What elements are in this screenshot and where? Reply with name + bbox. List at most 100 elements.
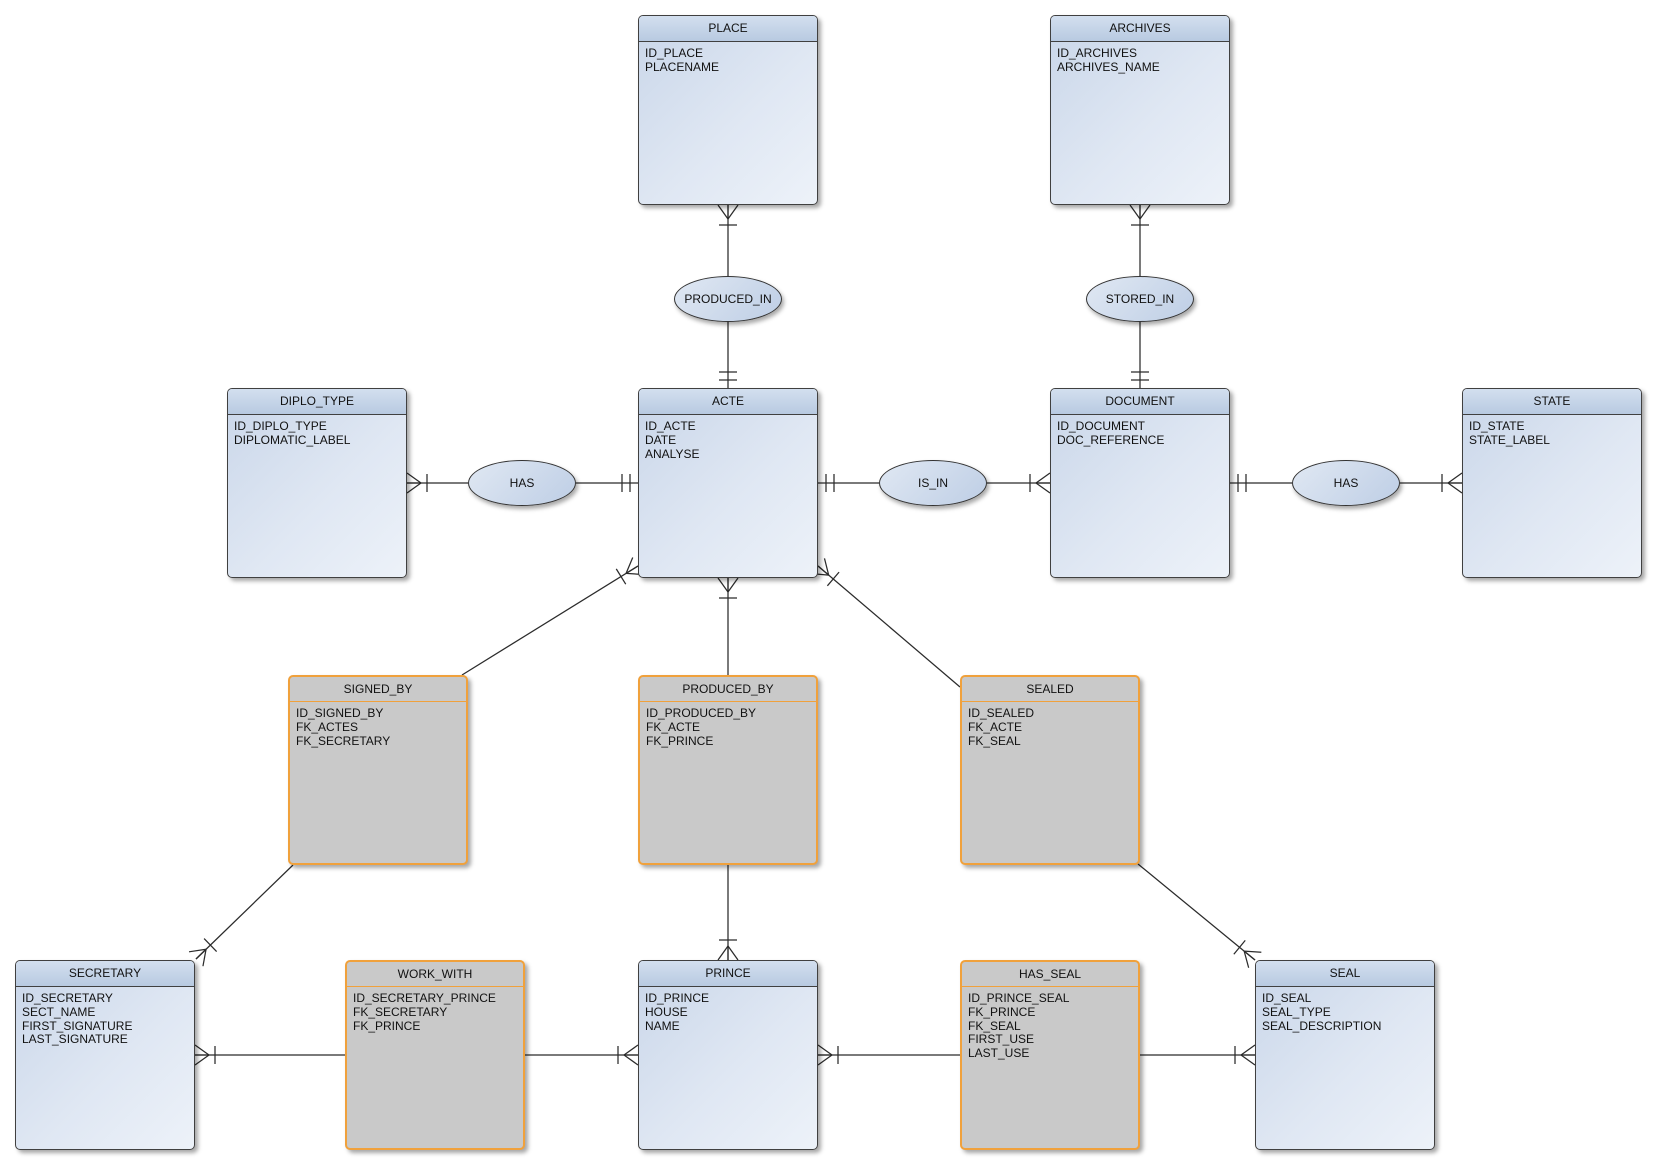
relationship-label: HAS bbox=[1333, 476, 1359, 490]
relationship-label: IS_IN bbox=[917, 476, 948, 490]
relationship-label: PRODUCED_IN bbox=[684, 292, 772, 306]
connector-acte-to-is-in bbox=[818, 474, 879, 492]
connector-acte-to-produced-by bbox=[717, 577, 739, 675]
attribute-line: LAST_SIGNATURE bbox=[22, 1032, 128, 1047]
connector-is-in-to-document bbox=[987, 472, 1051, 494]
entity-title: SEALED bbox=[962, 677, 1138, 702]
connector-sealed-to-seal bbox=[1137, 863, 1262, 968]
attribute-line: FK_PRINCE bbox=[646, 733, 714, 748]
entity-title: PLACE bbox=[639, 16, 817, 42]
attribute-line: ARCHIVES_NAME bbox=[1057, 59, 1160, 74]
attribute-line: PLACENAME bbox=[645, 59, 720, 74]
attribute-line: ID_PRINCE bbox=[645, 991, 710, 1005]
attribute-line: ID_SECRETARY_PRINCE bbox=[353, 991, 496, 1005]
attribute-line: ID_ACTE bbox=[645, 419, 696, 433]
attribute-line: HOUSE bbox=[645, 1004, 688, 1019]
attribute-line: STATE_LABEL bbox=[1469, 432, 1550, 447]
attribute-line: ID_STATE bbox=[1469, 419, 1525, 433]
attribute-line: FK_SECRETARY bbox=[296, 733, 391, 748]
entity-title: PRODUCED_BY bbox=[640, 677, 816, 702]
attribute-line: ANALYSE bbox=[645, 446, 700, 461]
relationship-is-in[interactable]: IS_IN bbox=[879, 460, 987, 506]
relationship-produced-in[interactable]: PRODUCED_IN bbox=[674, 276, 782, 322]
entity-title: STATE bbox=[1463, 389, 1641, 415]
attribute-line: FK_PRINCE bbox=[968, 1004, 1036, 1019]
attribute-line: SEAL_DESCRIPTION bbox=[1262, 1018, 1382, 1033]
connector-acte-to-sealed bbox=[811, 558, 961, 688]
attribute-line: DIPLOMATIC_LABEL bbox=[234, 432, 351, 447]
entity-title: SECRETARY bbox=[16, 961, 194, 987]
connector-archives-to-stored-in bbox=[1129, 204, 1151, 276]
connector-has-to-state bbox=[1400, 472, 1463, 494]
attribute-line: NAME bbox=[645, 1018, 680, 1033]
attribute-line: FK_SEAL bbox=[968, 733, 1021, 748]
connector-produced-by-to-prince bbox=[717, 865, 739, 961]
relationship-label: HAS bbox=[509, 476, 535, 490]
connector-has-to-acte bbox=[576, 474, 638, 492]
connector-document-to-has bbox=[1230, 474, 1292, 492]
attribute-line: ID_DIPLO_TYPE bbox=[234, 419, 327, 433]
relationship-label: STORED_IN bbox=[1105, 292, 1175, 306]
attribute-line: ID_SEALED bbox=[968, 706, 1035, 720]
attribute-line: SEAL_TYPE bbox=[1262, 1004, 1331, 1019]
attribute-line: ID_SECRETARY bbox=[22, 991, 113, 1005]
connector-signed-by-to-secretary bbox=[188, 864, 294, 967]
attribute-line: ID_PLACE bbox=[645, 46, 704, 60]
attribute-line: FK_ACTES bbox=[296, 719, 359, 734]
relationship-stored-in[interactable]: STORED_IN bbox=[1086, 276, 1194, 322]
attribute-line: DATE bbox=[645, 432, 677, 447]
connector-work-with-to-prince bbox=[525, 1044, 639, 1066]
connector-has-seal-to-seal bbox=[1140, 1044, 1256, 1066]
attribute-line: LAST_USE bbox=[968, 1046, 1030, 1061]
attribute-line: ID_DOCUMENT bbox=[1057, 419, 1146, 433]
connector-acte-to-signed-by bbox=[461, 557, 644, 676]
attribute-line: ID_PRINCE_SEAL bbox=[968, 991, 1070, 1005]
attribute-line: FK_ACTE bbox=[968, 719, 1023, 734]
connector-place-to-produced-in bbox=[717, 204, 739, 276]
attribute-line: FK_PRINCE bbox=[353, 1018, 421, 1033]
entity-title: DIPLO_TYPE bbox=[228, 389, 406, 415]
relationship-has-state[interactable]: HAS bbox=[1292, 460, 1400, 506]
attribute-line: FK_SECRETARY bbox=[353, 1004, 448, 1019]
entity-title: HAS_SEAL bbox=[962, 962, 1138, 987]
entity-title: SIGNED_BY bbox=[290, 677, 466, 702]
connector-secretary-to-work-with bbox=[194, 1044, 345, 1066]
entity-title: SEAL bbox=[1256, 961, 1434, 987]
attribute-line: FIRST_USE bbox=[968, 1032, 1035, 1047]
relationship-has-diplo-type[interactable]: HAS bbox=[468, 460, 576, 506]
attribute-line: FK_SEAL bbox=[968, 1018, 1021, 1033]
attribute-line: ID_SIGNED_BY bbox=[296, 706, 384, 720]
attribute-line: DOC_REFERENCE bbox=[1057, 432, 1165, 447]
attribute-line: ID_PRODUCED_BY bbox=[646, 706, 757, 720]
attribute-line: ID_ARCHIVES bbox=[1057, 46, 1138, 60]
entity-title: PRINCE bbox=[639, 961, 817, 987]
